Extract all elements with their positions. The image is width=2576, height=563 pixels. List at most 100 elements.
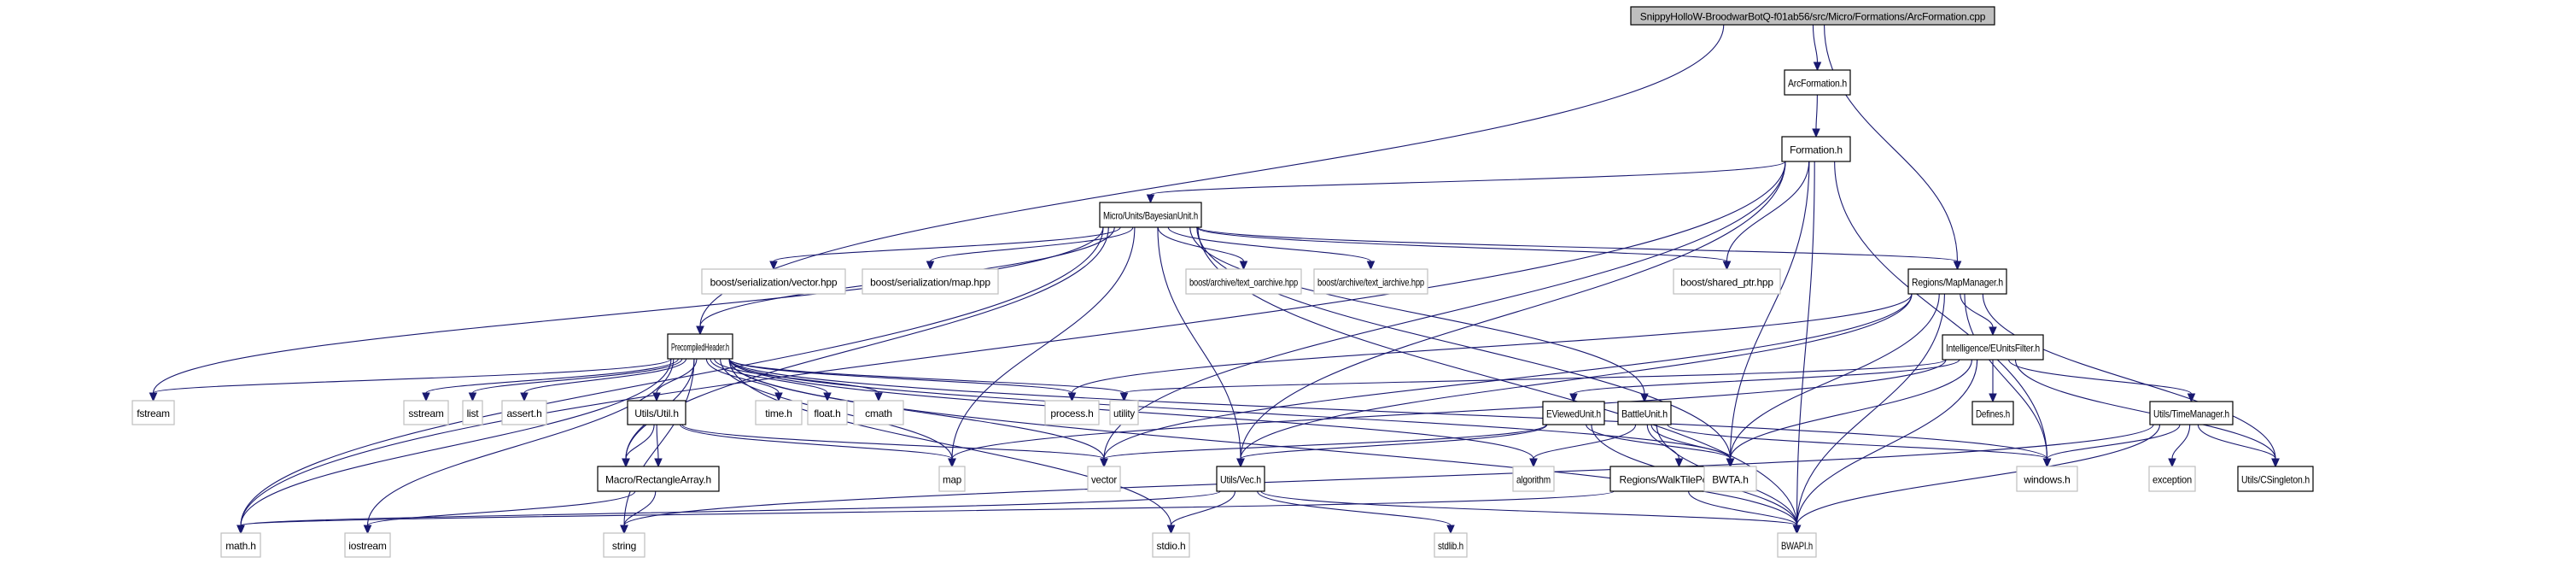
edge-bayesianunit-h-to-battleunit-h <box>1189 226 1649 403</box>
edge-line <box>1149 161 1786 196</box>
edge-line <box>623 424 2154 526</box>
node-label: EViewedUnit.h <box>1546 408 1601 420</box>
edge-precompiled-h-to-fstream <box>149 358 672 402</box>
edge-arcformation-h-to-formation-h <box>1812 94 1820 138</box>
edge-battleunit-h-to-walktileposition-h <box>1646 424 1684 468</box>
edge-mapmanager-h-to-vec-h <box>1236 293 1913 468</box>
edge-line <box>1960 293 1994 328</box>
node-bayesianunit-h[interactable]: Micro/Units/BayesianUnit.h <box>1099 202 1202 228</box>
edge-battleunit-h-to-bwta-h <box>1650 424 1735 468</box>
node-bwta-h: BWTA.h <box>1703 466 1757 492</box>
edge-mapmanager-h-to-csingleton-h <box>1982 293 2280 468</box>
edge-bayesianunit-h-to-boost-ser-vector <box>769 226 1121 271</box>
edge-timemanager-h-to-exception <box>2168 424 2191 468</box>
node-box <box>1630 6 1995 26</box>
node-csingleton-h[interactable]: Utils/CSingleton.h <box>2237 466 2314 492</box>
node-box <box>667 333 733 360</box>
node-label: boost/serialization/map.hpp <box>870 277 990 289</box>
node-box <box>1185 268 1302 295</box>
node-label: boost/archive/text_iarchive.hpp <box>1317 277 1424 289</box>
edge-line <box>728 358 1073 394</box>
node-util-h[interactable]: Utils/Util.h <box>627 400 686 425</box>
edge-bayesianunit-h-to-bwta-h <box>1196 226 1735 468</box>
node-vector: vector <box>1087 466 1121 492</box>
node-box <box>1673 268 1781 295</box>
edge-timemanager-h-to-bwapi-h <box>1792 424 2161 535</box>
node-defines-h[interactable]: Defines.h <box>1971 401 2014 425</box>
node-label: float.h <box>814 408 840 419</box>
edge-line <box>366 490 636 526</box>
node-formation-h[interactable]: Formation.h <box>1781 136 1851 162</box>
node-eunitsfilter-h[interactable]: Intelligence/EUnitsFilter.h <box>1942 334 2044 361</box>
edge-line <box>1796 359 1978 526</box>
node-timemanager-h[interactable]: Utils/TimeManager.h <box>2149 401 2234 425</box>
node-precompiled-h[interactable]: PrecompiledHeader.h <box>667 333 733 360</box>
edge-precompiled-h-to-assert-h <box>520 358 687 402</box>
edge-line <box>240 358 672 526</box>
arrowhead-icon <box>769 261 778 271</box>
node-label: SnippyHolloW-BroodwarBotQ-f01ab56/src/Mi… <box>1640 11 1986 23</box>
edge-line <box>2014 359 2276 460</box>
edge-line <box>656 358 698 394</box>
arrowhead-icon <box>1119 392 1129 402</box>
edge-timemanager-h-to-string <box>620 424 2154 535</box>
arrowhead-icon <box>874 392 883 402</box>
node-label: string <box>612 540 636 552</box>
edge-vec-h-to-bwapi-h <box>1260 490 1802 535</box>
node-box <box>853 400 904 425</box>
edge-formation-h-to-bwta-h <box>1726 161 1810 468</box>
edge-eunitsfilter-h-to-eviewedunit-h <box>1569 359 1960 403</box>
node-battleunit-h[interactable]: BattleUnit.h <box>1617 401 1672 425</box>
edge-line <box>1573 359 1960 395</box>
node-rectanglearray-h[interactable]: Macro/RectangleArray.h <box>597 466 720 492</box>
edge-line <box>366 358 675 526</box>
edge-bayesianunit-h-to-fstream <box>149 226 1104 402</box>
edge-line <box>1796 424 2161 526</box>
node-exception: exception <box>2148 466 2196 492</box>
node-bwapi-h: BWAPI.h <box>1777 532 1817 558</box>
node-process-h: process.h <box>1044 400 1100 425</box>
node-label: map <box>943 474 962 486</box>
edge-line <box>2008 359 2193 395</box>
arrowhead-icon <box>1146 194 1155 204</box>
node-label: Utils/Vec.h <box>1220 474 1261 486</box>
node-box <box>403 400 449 425</box>
node-eviewedunit-h[interactable]: EViewedUnit.h <box>1542 401 1605 425</box>
edge-line <box>1533 424 1637 460</box>
arrowhead-icon <box>1812 128 1820 138</box>
node-label: math.h <box>225 540 256 552</box>
edge-line <box>1726 161 1810 262</box>
edge-walktileposition-h-to-math-h <box>237 490 1615 535</box>
edge-eunitsfilter-h-to-map <box>948 359 1947 468</box>
arrowhead-icon <box>149 392 158 402</box>
edge-line <box>1646 424 1680 460</box>
node-box <box>1971 401 2014 425</box>
node-label: assert.h <box>506 408 541 419</box>
node-label: Formation.h <box>1790 144 1843 156</box>
node-label: Utils/CSingleton.h <box>2241 474 2310 486</box>
node-boost-oarchive: boost/archive/text_oarchive.hpp <box>1185 268 1302 295</box>
edge-line <box>1824 24 1959 262</box>
arrowhead-icon <box>1722 261 1732 271</box>
edge-formation-h-to-bayesianunit-h <box>1146 161 1786 204</box>
node-root[interactable]: SnippyHolloW-BroodwarBotQ-f01ab56/src/Mi… <box>1630 6 1995 26</box>
node-mapmanager-h[interactable]: Regions/MapManager.h <box>1907 268 2007 295</box>
node-box <box>1109 400 1139 425</box>
edge-precompiled-h-to-util-h <box>652 358 698 402</box>
node-vec-h[interactable]: Utils/Vec.h <box>1216 466 1265 492</box>
edge-rectanglearray-h-to-iostream <box>363 490 636 535</box>
node-box <box>1777 532 1817 558</box>
edge-line <box>523 358 687 394</box>
node-arcformation-h[interactable]: ArcFormation.h <box>1784 69 1851 96</box>
node-label: process.h <box>1050 408 1093 419</box>
arrowhead-icon <box>1529 458 1538 468</box>
node-utility: utility <box>1109 400 1139 425</box>
node-float-h: float.h <box>807 400 848 425</box>
node-box <box>1087 466 1121 492</box>
edge-precompiled-h-to-sstream <box>422 358 679 402</box>
arrowhead-icon <box>1726 458 1735 468</box>
edge-line <box>728 358 1798 526</box>
edge-line <box>728 358 1732 460</box>
arrowhead-icon <box>1674 458 1684 468</box>
